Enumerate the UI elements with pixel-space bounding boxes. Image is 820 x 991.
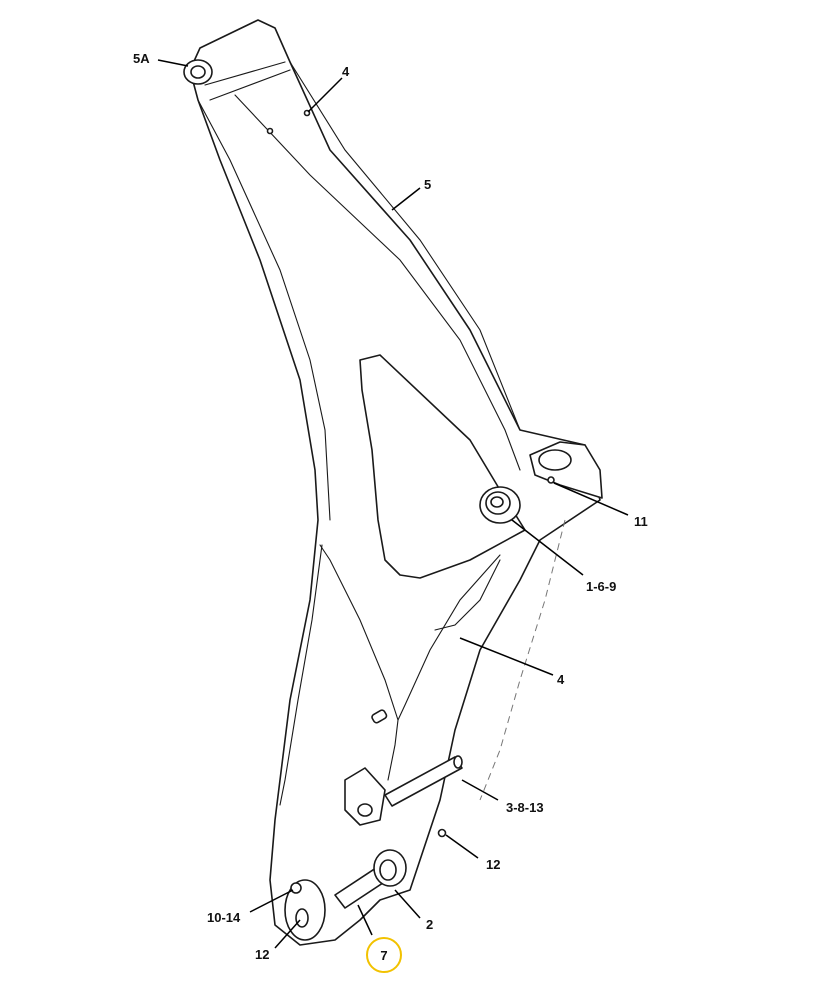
callout-2: 2: [426, 917, 434, 932]
side-plate-edge: [197, 99, 331, 521]
leader-4-mid: [459, 637, 554, 676]
lower-plate-edge-2: [279, 544, 323, 806]
callout-4-top: 4: [342, 64, 350, 79]
leader-5a: [157, 59, 189, 67]
leader-10-14: [249, 889, 294, 913]
leader-4-top: [307, 77, 343, 113]
long-pin-end: [453, 755, 463, 769]
long-pin: [384, 756, 463, 807]
top-plate-edge: [234, 94, 521, 471]
leader-2: [394, 889, 421, 919]
upper-bracket-bore: [538, 449, 572, 471]
cylinder-clevis: [344, 767, 386, 826]
leader-1-6-9: [511, 519, 584, 576]
leader-7: [357, 904, 373, 936]
bottom-boss-bore: [295, 908, 309, 928]
leader-lines: [157, 59, 629, 949]
callout-12-right: 12: [486, 857, 501, 872]
lower-pin-collar-inner: [379, 859, 397, 881]
callout-3-8-13: 3-8-13: [506, 800, 544, 815]
callout-11: 11: [634, 514, 648, 529]
leader-12-left: [274, 919, 301, 949]
web-cutout: [359, 354, 526, 579]
leader-5: [391, 187, 421, 211]
callout-1-6-9: 1-6-9: [586, 579, 617, 594]
hidden-line: [479, 519, 566, 801]
lower-plate-edge-3: [387, 719, 399, 781]
callout-4-mid: 4: [557, 672, 565, 687]
leader-3-8-13: [461, 779, 499, 801]
top-boss-bore: [190, 65, 206, 79]
callout-5a: 5A: [133, 51, 150, 66]
callout-12-left: 12: [255, 947, 270, 962]
slot: [371, 709, 388, 724]
fitting-11: [547, 476, 555, 484]
bottom-boss-fitting: [290, 882, 302, 894]
top-cap-edge: [204, 61, 291, 101]
callout-10-14: 10-14: [207, 910, 241, 925]
leader-12-right: [445, 834, 479, 859]
top-plate-edge-2: [289, 61, 521, 431]
leader-11: [553, 482, 629, 516]
bolt-12-right: [437, 828, 447, 838]
clevis-bore: [357, 803, 373, 817]
callout-7-highlighted: 7: [366, 937, 402, 973]
pivot-boss-bore: [490, 496, 504, 508]
grease-fitting-2: [266, 127, 274, 135]
callout-5: 5: [424, 177, 432, 192]
callout-7-label: 7: [380, 947, 388, 963]
side-strip: [434, 559, 501, 631]
